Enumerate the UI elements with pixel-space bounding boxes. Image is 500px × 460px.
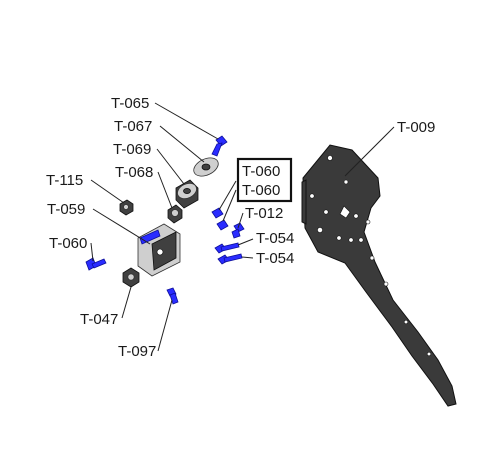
label-t065: T-065 xyxy=(111,95,149,112)
plate-t009 xyxy=(301,144,457,407)
label-t068: T-068 xyxy=(115,164,153,181)
label-t115: T-115 xyxy=(46,172,83,189)
label-t054-top: T-054 xyxy=(256,230,294,247)
nut-t047 xyxy=(122,267,140,288)
spacer-t068 xyxy=(167,204,183,224)
bracket-t059 xyxy=(137,223,181,277)
bolt-t054-bottom xyxy=(217,253,243,265)
label-t054-bottom: T-054 xyxy=(256,250,294,267)
nut-t115 xyxy=(119,199,134,216)
bushing-t069 xyxy=(175,179,199,209)
bolt-t065 xyxy=(211,135,228,157)
screw-t012 xyxy=(231,222,245,239)
callout-box-t060 xyxy=(236,157,293,203)
bolt-t054-top xyxy=(214,242,240,254)
label-t060-box-bottom: T-060 xyxy=(242,182,280,199)
label-t060-box-top: T-060 xyxy=(242,163,280,180)
label-t069: T-069 xyxy=(113,141,151,158)
screw-t097 xyxy=(166,287,179,305)
washer-t067 xyxy=(193,157,219,177)
label-t097: T-097 xyxy=(118,343,156,360)
screws-t060-middle xyxy=(211,207,229,231)
label-t012: T-012 xyxy=(245,205,283,222)
leader-lines xyxy=(90,102,395,352)
label-t047: T-047 xyxy=(80,311,118,328)
label-t059: T-059 xyxy=(47,201,85,218)
bolt-t060-left xyxy=(85,257,107,271)
label-t060-left: T-060 xyxy=(49,235,87,252)
label-t067: T-067 xyxy=(114,118,152,135)
label-t009: T-009 xyxy=(397,119,435,136)
